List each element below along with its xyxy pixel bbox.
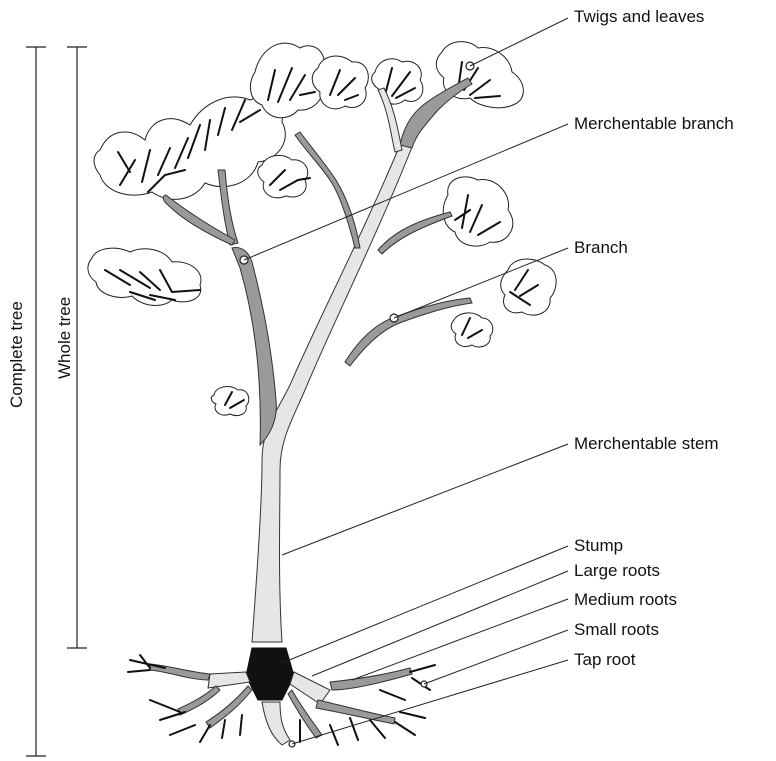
label-small-roots: Small roots — [574, 620, 659, 639]
label-medium-roots: Medium roots — [574, 590, 677, 609]
label-merchentable-stem: Merchentable stem — [574, 434, 719, 453]
label-branch: Branch — [574, 238, 628, 257]
upper-right-branch — [378, 212, 452, 254]
label-stump: Stump — [574, 536, 623, 555]
complete-tree-label: Complete tree — [7, 301, 26, 408]
label-merchentable-branch: Merchentable branch — [574, 114, 734, 133]
whole-tree-label: Whole tree — [55, 297, 74, 379]
label-large-roots: Large roots — [574, 561, 660, 580]
complete-tree-bracket — [26, 47, 46, 756]
stump — [246, 648, 294, 700]
label-twigs-and-leaves: Twigs and leaves — [574, 7, 704, 26]
label-tap-root: Tap root — [574, 650, 636, 669]
merchentable-stem — [252, 145, 412, 642]
